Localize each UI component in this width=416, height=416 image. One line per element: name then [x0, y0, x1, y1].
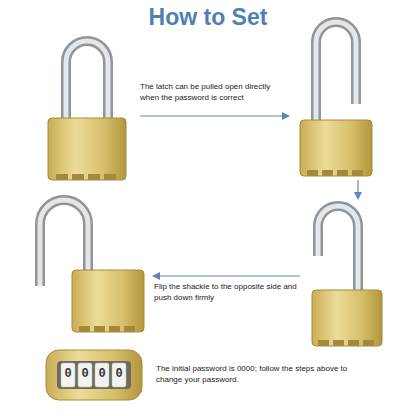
dial-notches	[318, 340, 374, 346]
page-title: How to Set	[0, 4, 416, 31]
dial-notches	[79, 326, 135, 332]
lock-body	[312, 290, 382, 346]
dial-notches	[56, 174, 116, 180]
dial-closeup	[46, 350, 142, 400]
step-note: Flip the shackle to the opposite side an…	[154, 282, 304, 304]
step-arrow	[154, 275, 300, 276]
dial-digit: 0	[95, 367, 109, 381]
shackle-shine	[66, 41, 108, 122]
password-note: The initial password is 0000; follow the…	[156, 364, 356, 386]
dial-digit: 0	[112, 367, 126, 381]
shackle-shine	[318, 206, 358, 294]
shackle	[66, 41, 108, 122]
dial-digit: 0	[78, 367, 92, 381]
shackle	[316, 22, 356, 124]
dial-digit: 0	[61, 367, 75, 381]
step-arrow	[357, 180, 358, 198]
lock-body	[72, 270, 144, 332]
dial-window	[57, 361, 131, 389]
dial-notches	[307, 170, 363, 176]
lock-body	[48, 118, 126, 180]
step-note: The latch can be pulled open directly wh…	[140, 82, 290, 104]
shackle	[318, 206, 358, 294]
dial-wheels	[61, 363, 126, 387]
shackle-shine	[316, 22, 356, 124]
lock-body	[300, 120, 372, 176]
step-arrow	[140, 115, 288, 116]
